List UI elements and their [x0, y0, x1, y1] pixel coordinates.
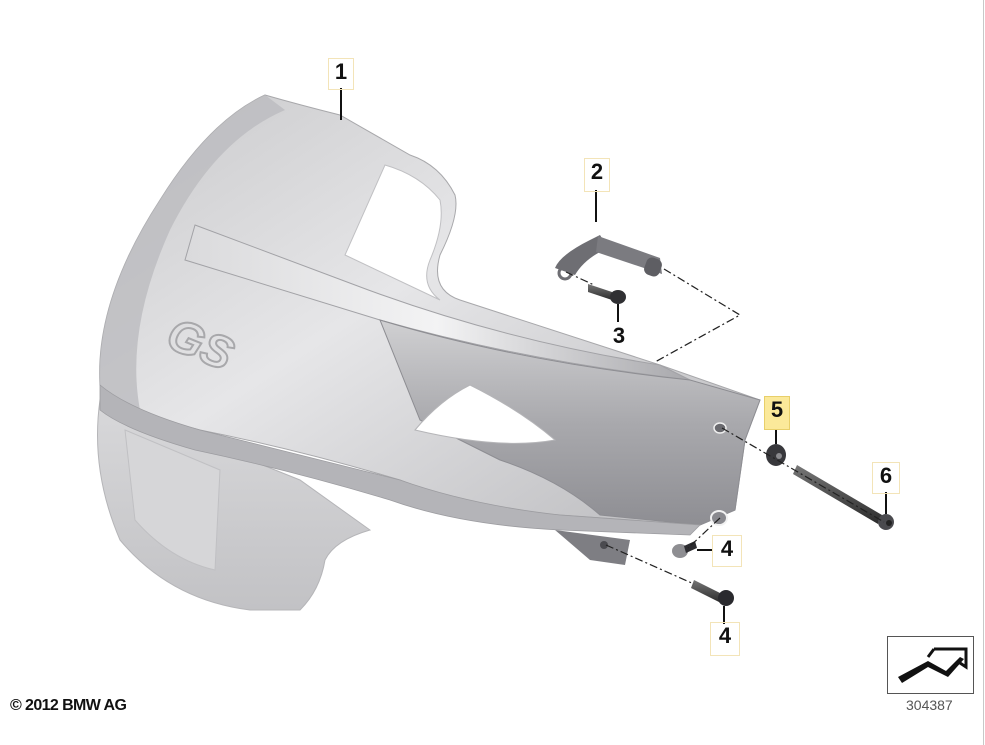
- part-1-mudguard: GS: [97, 94, 761, 611]
- arrow-navigation-icon: [898, 647, 968, 683]
- copyright-text: © 2012 BMW AG: [10, 697, 127, 714]
- part-3-screw: [588, 284, 626, 304]
- callout-4-lower[interactable]: 4: [710, 622, 740, 656]
- callout-4-upper[interactable]: 4: [712, 535, 742, 567]
- callout-2[interactable]: 2: [584, 158, 610, 192]
- assembly-lines: [565, 268, 885, 585]
- part-2-bracket: [555, 235, 662, 281]
- callout-5-highlighted[interactable]: 5: [764, 396, 790, 430]
- callout-6[interactable]: 6: [872, 462, 900, 494]
- leader-lines: [340, 88, 887, 624]
- part-5-washer: [766, 444, 786, 466]
- callout-3[interactable]: 3: [612, 323, 626, 348]
- diagram-number: 304387: [906, 697, 953, 713]
- callout-1[interactable]: 1: [328, 58, 354, 90]
- part-4-screw-upper: [672, 541, 697, 558]
- diagram-nav-button[interactable]: [887, 636, 974, 694]
- part-4-screw-lower: [691, 580, 734, 606]
